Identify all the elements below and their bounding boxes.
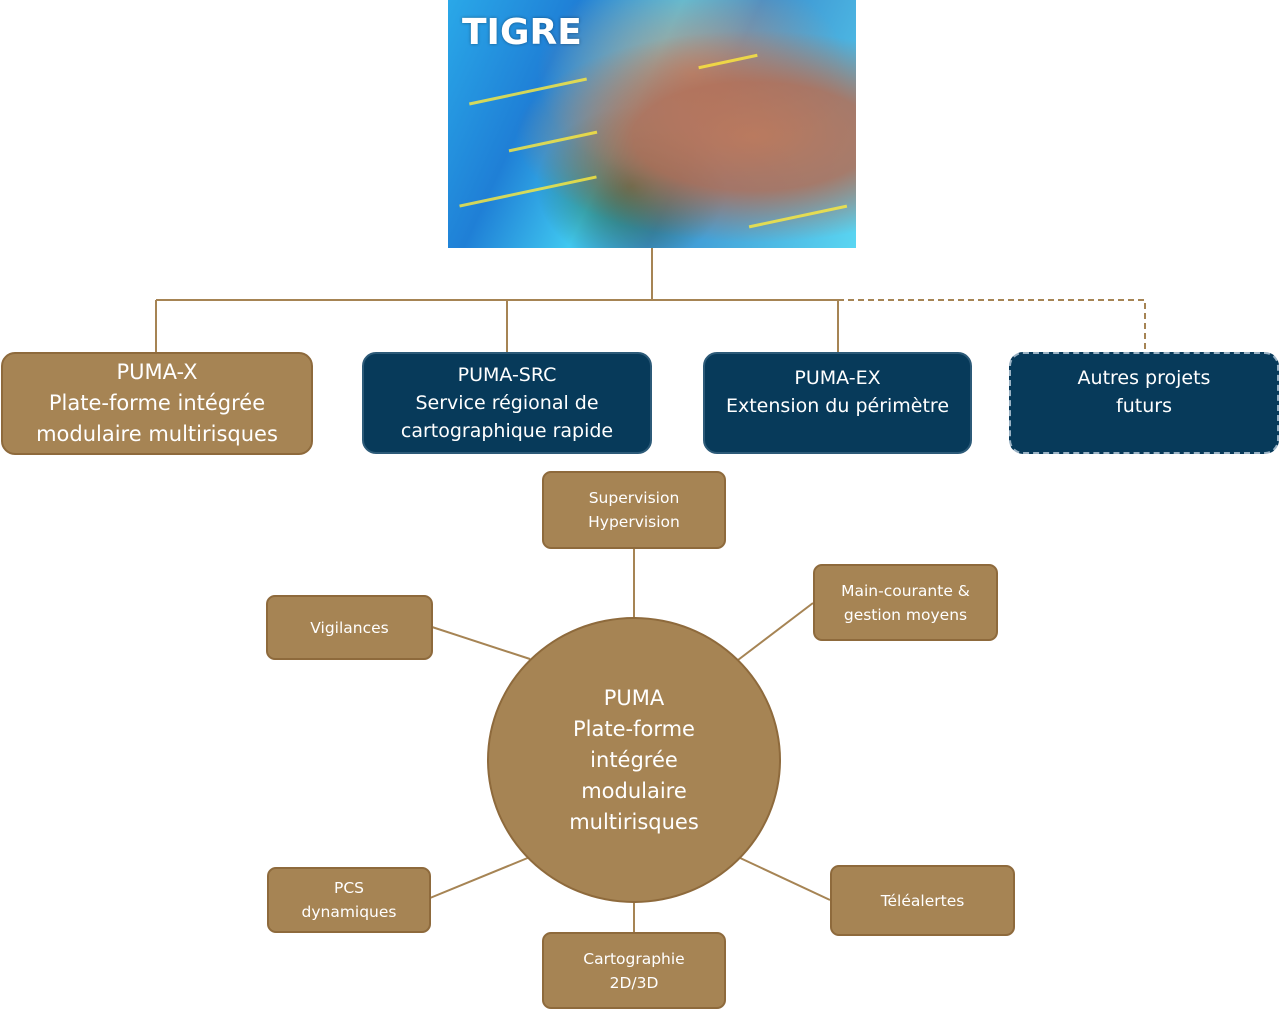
tree-branch-future-dashed	[838, 299, 1146, 350]
module-telealertes-line-1: Télé­alertes	[880, 891, 965, 910]
spoke-main-courante	[737, 602, 814, 661]
tigre-title: TIGRE	[462, 12, 582, 53]
spoke-telealertes	[737, 856, 831, 901]
hub-line-4: modulaire	[581, 778, 687, 803]
project-future-line-2: futurs	[1116, 395, 1172, 417]
project-puma-src: PUMA-SRC Service régional de cartographi…	[362, 352, 652, 454]
spoke-vigilances	[431, 626, 531, 660]
module-main-courante-line-1: Main-courante &	[841, 581, 970, 600]
module-vigilances-line-1: Vigilances	[310, 618, 389, 637]
puma-hub-circle: PUMA Plate-forme intégrée modulaire mult…	[487, 617, 781, 903]
hub-line-2: Plate-forme	[573, 716, 695, 741]
project-future: Autres projets futurs	[1009, 352, 1279, 454]
module-vigilances: Vigilances	[266, 595, 433, 660]
hub-line-1: PUMA	[603, 685, 665, 710]
project-puma-src-line-3: cartographique rapide	[400, 420, 614, 442]
module-supervision: Supervision Hypervision	[542, 471, 726, 549]
module-pcs: PCS dynamiques	[267, 867, 431, 933]
project-puma-x-line-3: modulaire multirisques	[36, 422, 278, 446]
tigre-header-image: TIGRE	[448, 0, 856, 248]
project-puma-ex-line-2: Extension du périmètre	[725, 395, 950, 417]
module-main-courante-line-2: gestion moyens	[843, 605, 968, 624]
module-supervision-line-2: Hypervision	[588, 513, 680, 531]
module-pcs-line-1: PCS	[333, 879, 364, 897]
module-telealertes: Télé­alertes	[830, 865, 1015, 936]
module-supervision-line-1: Supervision	[588, 489, 680, 507]
spoke-pcs	[429, 856, 531, 899]
module-pcs-line-2: dynamiques	[301, 903, 397, 921]
module-main-courante: Main-courante & gestion moyens	[813, 564, 998, 641]
hub-line-5: multirisques	[569, 809, 699, 834]
project-puma-ex-line-1: PUMA-EX	[794, 367, 881, 389]
hub-line-3: intégrée	[590, 747, 678, 772]
project-puma-src-line-1: PUMA-SRC	[457, 364, 557, 386]
project-puma-x: PUMA-X Plate-forme intégrée modulaire mu…	[1, 352, 313, 455]
module-cartographie-line-2: 2D/3D	[609, 973, 659, 992]
module-cartographie-line-1: Cartographie	[583, 949, 685, 968]
project-puma-ex: PUMA-EX Extension du périmètre	[703, 352, 972, 454]
module-cartographie: Cartographie 2D/3D	[542, 932, 726, 1009]
project-puma-src-line-2: Service régional de	[415, 392, 599, 414]
project-future-line-1: Autres projets	[1077, 367, 1211, 389]
project-puma-x-line-1: PUMA-X	[116, 360, 198, 384]
project-puma-x-line-2: Plate-forme intégrée	[48, 391, 266, 415]
